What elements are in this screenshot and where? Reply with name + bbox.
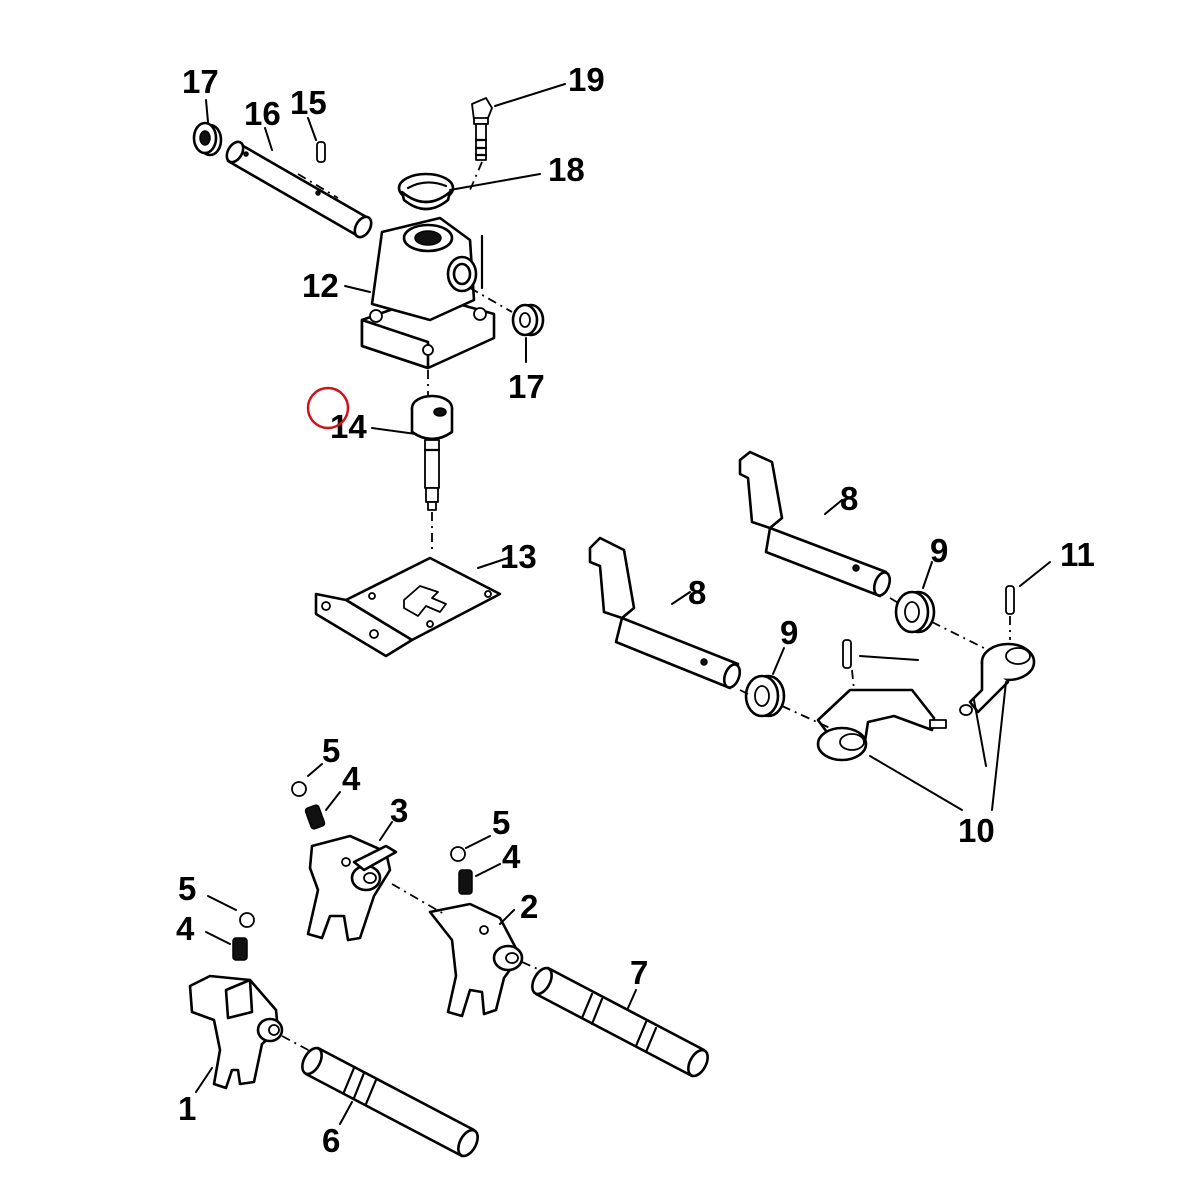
callout-8-upper: 8 (840, 480, 858, 517)
part-5-ball-mid (291, 781, 307, 797)
callout-13: 13 (500, 538, 537, 575)
axis-line-rod-8-upper (889, 597, 901, 605)
axis-line-washer-17 (469, 287, 513, 313)
part-14-lever (410, 394, 454, 511)
axis-line-collar-9-upper (931, 621, 985, 649)
part-17-washer-right (511, 303, 545, 337)
part-4-spring-right (458, 869, 473, 895)
callout-5-left: 5 (178, 870, 196, 907)
callout-5-right: 5 (492, 804, 510, 841)
axis-line-fork-2 (521, 961, 541, 971)
callout-9-upper: 9 (930, 532, 948, 569)
part-9-collar-lower (744, 674, 786, 718)
callout-10: 10 (958, 812, 995, 849)
part-3-shift-fork (306, 834, 398, 942)
callout-9-lower: 9 (780, 614, 798, 651)
part-5-ball-right (450, 846, 466, 862)
part-7-shift-rod (531, 966, 709, 1078)
part-18-knob (397, 172, 455, 211)
part-6-shift-rod (301, 1046, 479, 1158)
callout-17-right: 17 (508, 368, 545, 405)
axis-line-collar-9-lower (781, 705, 831, 729)
part-10-shift-arm-right (959, 642, 1036, 716)
callout-6: 6 (322, 1122, 340, 1159)
axis-line-fork-3 (391, 883, 445, 915)
part-5-ball-left (239, 912, 255, 928)
callout-4-right: 4 (502, 838, 521, 875)
callout-17-top: 17 (182, 63, 219, 100)
callout-3: 3 (390, 792, 408, 829)
part-16-shaft (225, 140, 373, 239)
callout-5-mid: 5 (322, 732, 340, 769)
part-15-pin (316, 141, 326, 163)
axis-line-shaft-16 (297, 173, 339, 199)
part-17-washer-left (192, 121, 223, 157)
part-8-shift-rod-upper (738, 450, 892, 598)
part-12-housing (360, 216, 496, 370)
callout-4-left: 4 (176, 910, 195, 947)
leader-lines (195, 83, 1051, 1125)
part-2-shift-fork (428, 902, 524, 1018)
part-8-shift-rod-lower (588, 536, 742, 690)
callout-11: 11 (1060, 536, 1095, 573)
callout-18: 18 (548, 151, 585, 188)
callout-1: 1 (178, 1090, 196, 1127)
callout-15: 15 (290, 84, 327, 121)
highlight-circle-marker (306, 386, 350, 430)
callout-16: 16 (244, 95, 281, 132)
callout-2: 2 (520, 888, 538, 925)
part-1-shift-fork (188, 974, 284, 1090)
callout-4-mid: 4 (342, 760, 361, 797)
callout-8-lower: 8 (688, 574, 706, 611)
part-4-spring-mid (304, 804, 326, 830)
axis-line-rod-8-lower (739, 689, 749, 695)
part-9-collar-upper (894, 590, 936, 634)
axis-line-pin (851, 669, 855, 691)
axis-line-fork-1 (281, 1035, 313, 1053)
callout-7: 7 (630, 954, 648, 991)
part-10-shift-arm-left (816, 688, 947, 762)
callout-12: 12 (302, 267, 339, 304)
part-13-gate-plate (314, 556, 502, 658)
part-11-pin (842, 585, 1015, 669)
part-19-bolt (471, 97, 493, 161)
callout-19: 19 (568, 61, 605, 98)
part-4-spring-left (232, 937, 248, 961)
